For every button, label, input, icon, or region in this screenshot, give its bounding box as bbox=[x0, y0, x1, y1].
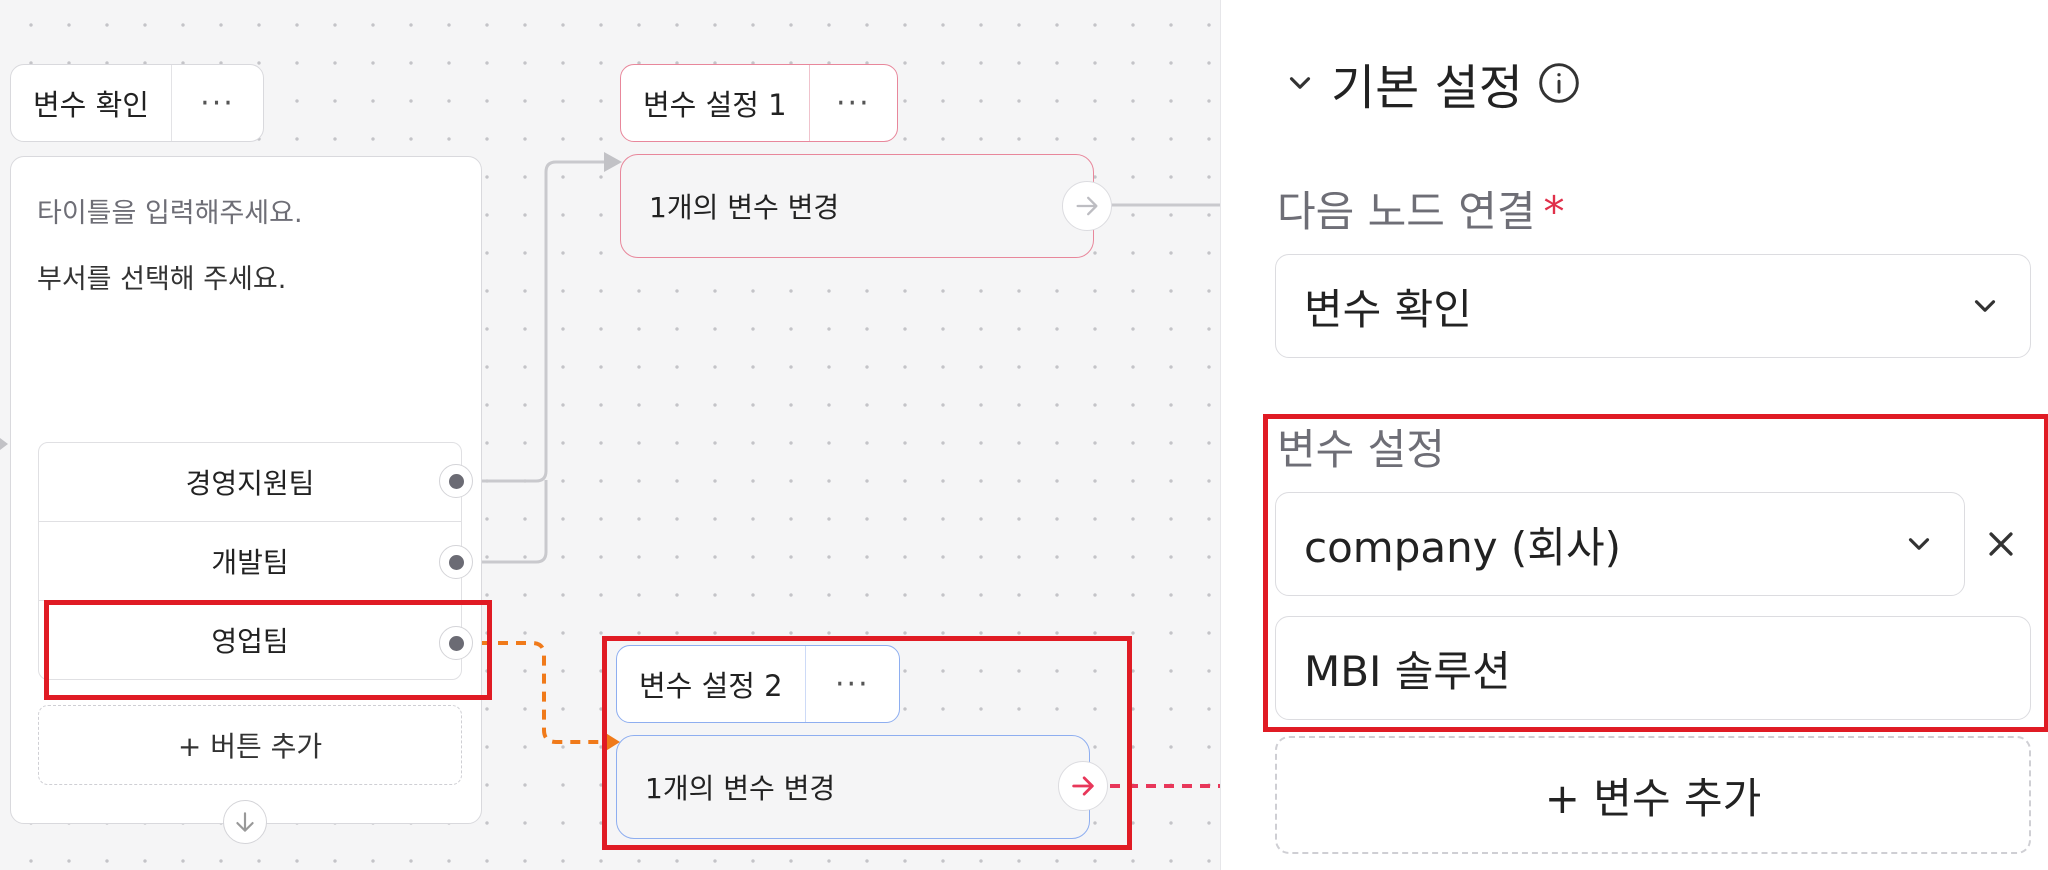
flow-canvas[interactable]: 변수 확인 ··· 타이틀을 입력해주세요. 부서를 선택해 주세요. 경영지원… bbox=[0, 0, 1220, 870]
more-icon[interactable]: ··· bbox=[804, 646, 899, 722]
add-variable-label: + 변수 추가 bbox=[1544, 773, 1762, 823]
more-icon[interactable]: ··· bbox=[170, 65, 263, 141]
chevron-down-icon[interactable] bbox=[1283, 66, 1317, 100]
settings-panel: 기본 설정 다음 노드 연결* 변수 확인 변수 설정 company (회사)… bbox=[1220, 0, 2048, 870]
variable-value-text: MBI 솔루션 bbox=[1304, 646, 1511, 696]
more-icon[interactable]: ··· bbox=[808, 65, 897, 141]
prompt-title: 타이틀을 입력해주세요. bbox=[37, 198, 303, 229]
option-port-3[interactable] bbox=[439, 626, 473, 660]
wire-arrowhead-1 bbox=[604, 152, 622, 172]
add-variable-button[interactable]: + 변수 추가 bbox=[1275, 736, 2031, 854]
prompt-dept: 부서를 선택해 주세요. bbox=[37, 264, 287, 295]
var-node-1-body[interactable]: 1개의 변수 변경 bbox=[620, 154, 1094, 258]
var-node-2-title: 변수 설정 2 bbox=[639, 669, 783, 703]
wire-option-2 bbox=[480, 480, 548, 564]
var-settings-label: 변수 설정 bbox=[1277, 425, 1445, 474]
connection-wires bbox=[0, 152, 1220, 788]
inbound-arrow bbox=[0, 438, 8, 450]
var-node-1-header[interactable]: 변수 설정 1 ··· bbox=[620, 64, 898, 142]
arrow-right-icon[interactable] bbox=[1058, 761, 1108, 811]
check-node-title: 변수 확인 bbox=[33, 88, 149, 122]
option-port-2[interactable] bbox=[439, 545, 473, 579]
info-icon[interactable] bbox=[1537, 61, 1581, 105]
var-node-1-title: 변수 설정 1 bbox=[643, 88, 787, 122]
var-node-2-summary: 1개의 변수 변경 bbox=[645, 772, 836, 805]
option-label-3: 영업팀 bbox=[211, 625, 289, 658]
required-mark: * bbox=[1543, 187, 1565, 236]
wire-option-3 bbox=[480, 641, 604, 744]
var-node-2-header[interactable]: 변수 설정 2 ··· bbox=[616, 645, 900, 723]
variable-select-value: company (회사) bbox=[1304, 522, 1621, 572]
var-node-1-summary: 1개의 변수 변경 bbox=[649, 191, 840, 224]
option-button-1[interactable]: 경영지원팀 bbox=[38, 442, 462, 522]
option-port-1[interactable] bbox=[439, 464, 473, 498]
next-node-label-text: 다음 노드 연결 bbox=[1277, 187, 1536, 236]
variable-select[interactable]: company (회사) bbox=[1275, 492, 1965, 596]
close-icon[interactable] bbox=[1981, 524, 2021, 564]
next-node-label: 다음 노드 연결* bbox=[1277, 178, 1565, 239]
arrow-down-icon[interactable] bbox=[223, 800, 267, 844]
option-label-1: 경영지원팀 bbox=[185, 467, 315, 500]
next-node-select[interactable]: 변수 확인 bbox=[1275, 254, 2031, 358]
chevron-down-icon bbox=[1974, 300, 1996, 312]
next-node-value: 변수 확인 bbox=[1304, 284, 1472, 334]
wire-option-1 bbox=[480, 160, 606, 483]
basic-settings-header[interactable]: 기본 설정 bbox=[1283, 48, 1581, 118]
section-title: 기본 설정 bbox=[1331, 60, 1523, 116]
add-button-label: + 버튼 추가 bbox=[177, 730, 323, 763]
arrow-right-icon[interactable] bbox=[1062, 181, 1112, 231]
variable-value-input[interactable]: MBI 솔루션 bbox=[1275, 616, 2031, 720]
chevron-down-icon bbox=[1908, 538, 1930, 550]
option-button-2[interactable]: 개발팀 bbox=[38, 521, 462, 601]
option-label-2: 개발팀 bbox=[211, 546, 289, 579]
add-button-button[interactable]: + 버튼 추가 bbox=[38, 705, 462, 785]
var-node-2-body[interactable]: 1개의 변수 변경 bbox=[616, 735, 1090, 839]
option-button-3[interactable]: 영업팀 bbox=[38, 600, 462, 680]
check-node-header[interactable]: 변수 확인 ··· bbox=[10, 64, 264, 142]
wire-arrowhead-3 bbox=[604, 732, 620, 752]
